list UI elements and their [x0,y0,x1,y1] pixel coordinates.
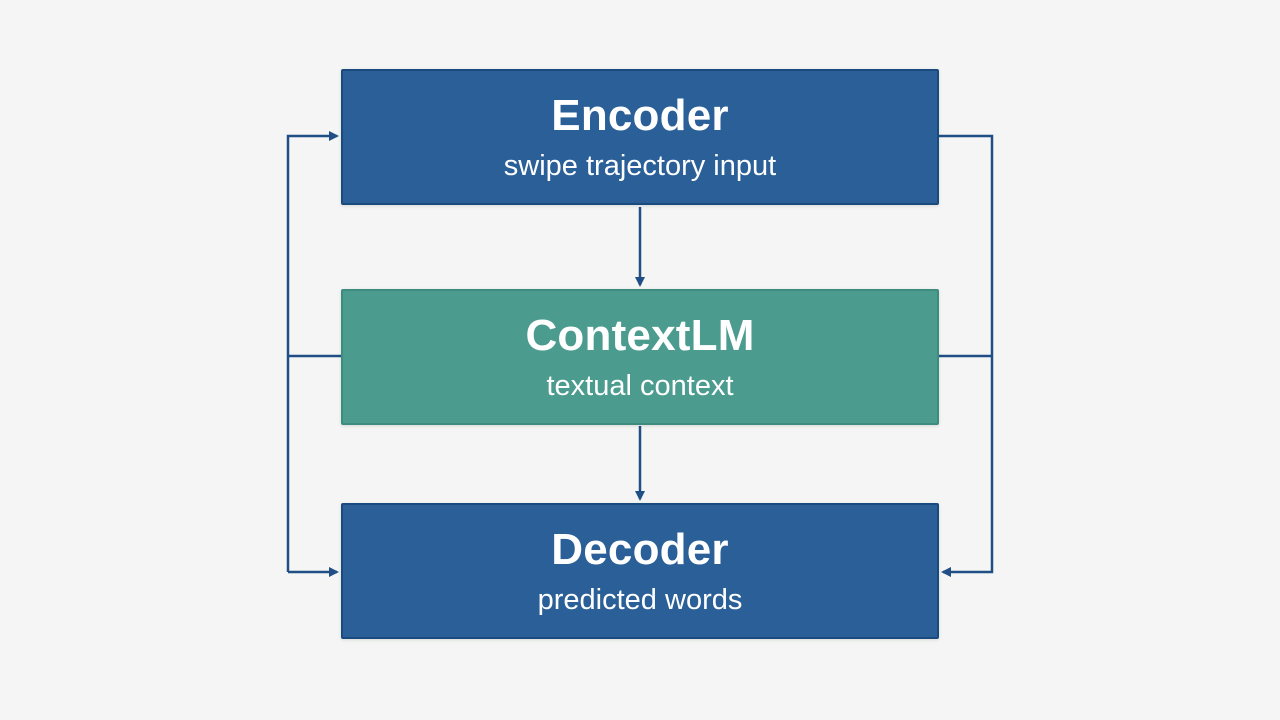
contextlm-title: ContextLM [525,310,755,360]
left-loop-to-encoder [286,131,339,572]
decoder-block: Decoder predicted words [341,503,939,639]
encoder-subtitle: swipe trajectory input [503,149,777,182]
contextlm-subtitle: textual context [546,369,734,402]
right-loop-to-decoder [939,134,994,577]
decoder-subtitle: predicted words [537,583,743,616]
contextlm-block: ContextLM textual context [341,289,939,425]
encoder-block: Encoder swipe trajectory input [341,69,939,205]
decoder-title: Decoder [551,524,729,574]
encoder-title: Encoder [551,90,729,140]
